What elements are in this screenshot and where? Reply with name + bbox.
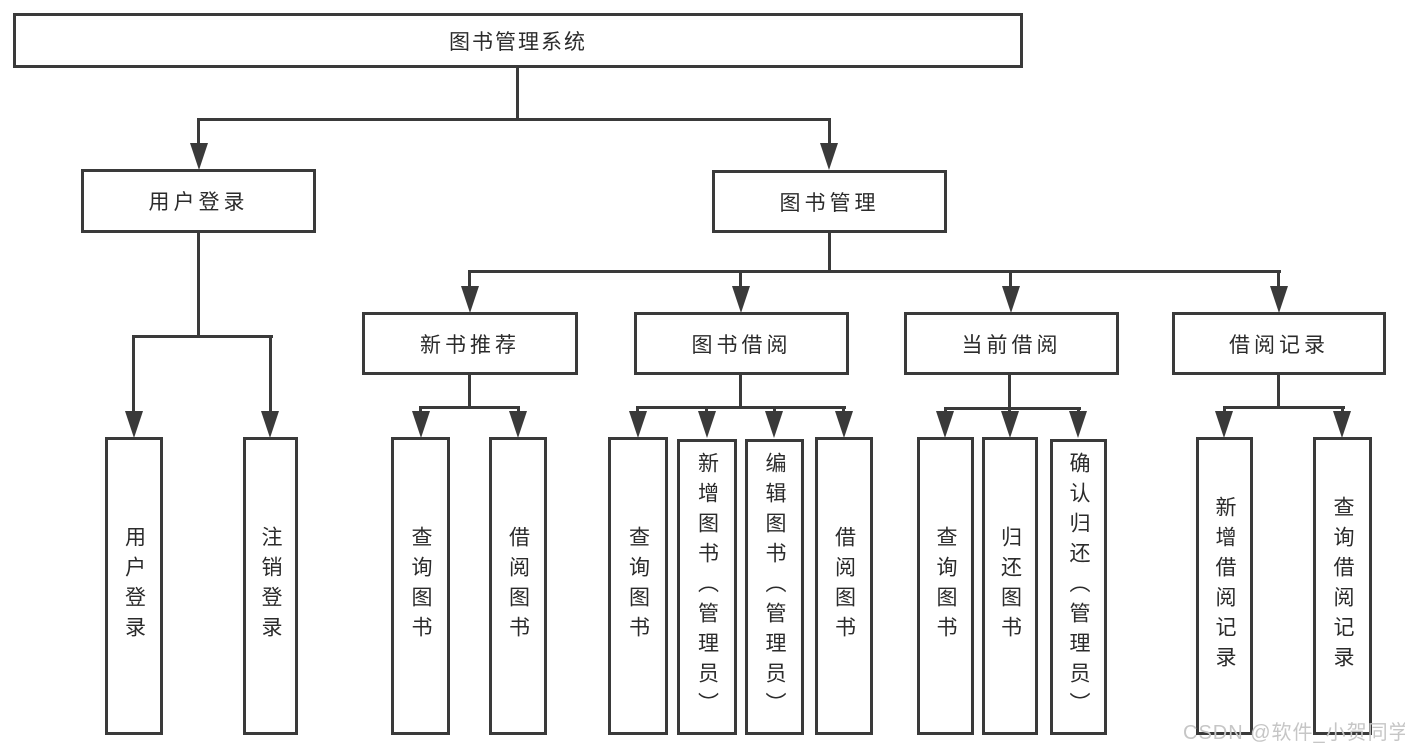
connector-root-stub (516, 68, 519, 121)
leaf-br-add-record: 新增借阅记录 (1196, 437, 1253, 735)
connector-leaf-drop (132, 335, 135, 413)
node-current-borrow-label: 当前借阅 (961, 333, 1062, 357)
leaf-br-add-record-label: 新增借阅记录 (1213, 496, 1236, 676)
connector-nb-group-hline (419, 406, 520, 409)
connector-borrow-records-drop (1277, 270, 1280, 288)
arrow-down-icon (190, 143, 208, 170)
node-borrow-records-label: 借阅记录 (1229, 333, 1329, 357)
node-book-management: 图书管理 (712, 170, 947, 233)
arrow-down-icon (1333, 411, 1351, 438)
leaf-logout: 注销登录 (243, 437, 298, 735)
connector-leaf-drop (1223, 406, 1226, 413)
connector-level2-hline (197, 118, 831, 121)
leaf-bb-add-book-admin: 新增图书（管理员） (677, 439, 737, 735)
arrow-down-icon (936, 411, 954, 438)
leaf-cb-return-book: 归还图书 (982, 437, 1038, 735)
leaf-bb-borrow-books: 借阅图书 (815, 437, 873, 735)
leaf-br-query-record: 查询借阅记录 (1313, 437, 1372, 735)
node-user-login: 用户登录 (81, 169, 316, 233)
connector-bb-group-hline (636, 406, 846, 409)
arrow-down-icon (629, 411, 647, 438)
arrow-down-icon (765, 411, 783, 438)
connector-leaf-drop (944, 407, 947, 413)
leaf-cb-query-books: 查询图书 (917, 437, 974, 735)
csdn-watermark: CSDN @软件_小贺同学 (1183, 722, 1405, 744)
connector-leaf-drop (636, 406, 639, 413)
leaf-nb-query-books: 查询图书 (391, 437, 450, 735)
arrow-down-icon (125, 411, 143, 438)
leaf-br-query-record-label: 查询借阅记录 (1331, 496, 1354, 676)
leaf-user-login-label: 用户登录 (122, 526, 146, 646)
connector-leaf-drop (517, 406, 520, 413)
leaf-cb-confirm-return-admin-label: 确认归还（管理员） (1067, 452, 1090, 722)
connector-new-book-drop (468, 270, 471, 288)
connector-leaf-drop (1077, 407, 1080, 413)
connector-leaf-drop (773, 406, 776, 413)
node-book-management-label: 图书管理 (779, 191, 880, 215)
node-book-borrow: 图书借阅 (634, 312, 849, 375)
leaf-logout-label: 注销登录 (259, 526, 282, 646)
leaf-cb-query-books-label: 查询图书 (934, 526, 957, 646)
leaf-bb-query-books: 查询图书 (608, 437, 668, 735)
node-current-borrow: 当前借阅 (904, 312, 1119, 375)
leaf-bb-borrow-books-label: 借阅图书 (832, 526, 856, 646)
arrow-down-icon (412, 411, 430, 438)
node-root: 图书管理系统 (13, 13, 1023, 68)
connector-nb-group-stub (468, 375, 471, 408)
arrow-down-icon (1069, 411, 1087, 438)
connector-leaf-drop (842, 406, 845, 413)
leaf-bb-edit-book-admin: 编辑图书（管理员） (745, 439, 804, 735)
arrow-down-icon (820, 143, 838, 170)
arrow-down-icon (732, 286, 750, 313)
leaf-nb-borrow-books-label: 借阅图书 (506, 526, 530, 646)
arrow-down-icon (261, 411, 279, 438)
arrow-down-icon (698, 411, 716, 438)
leaf-cb-return-book-label: 归还图书 (998, 526, 1022, 646)
connector-leaf-drop (705, 406, 708, 413)
leaf-bb-edit-book-admin-label: 编辑图书（管理员） (763, 452, 786, 722)
node-borrow-records: 借阅记录 (1172, 312, 1386, 375)
node-root-label: 图书管理系统 (449, 30, 587, 54)
connector-leaf-drop (269, 335, 272, 413)
connector-user-login-group-stub (197, 233, 200, 338)
leaf-nb-borrow-books: 借阅图书 (489, 437, 547, 735)
connector-cb-group-hline (944, 407, 1081, 410)
arrow-down-icon (509, 411, 527, 438)
connector-user-login-drop (197, 118, 200, 146)
arrow-down-icon (1001, 411, 1019, 438)
node-user-login-label: 用户登录 (148, 191, 249, 214)
leaf-bb-query-books-label: 查询图书 (626, 526, 650, 646)
connector-level3-hline (468, 270, 1281, 273)
node-new-book-recommend: 新书推荐 (362, 312, 578, 375)
connector-br-group-stub (1277, 375, 1280, 408)
node-book-borrow-label: 图书借阅 (691, 333, 792, 357)
connector-book-mgmt-stub (828, 233, 831, 273)
leaf-bb-add-book-admin-label: 新增图书（管理员） (695, 452, 719, 722)
connector-leaf-drop (1341, 406, 1344, 413)
node-new-book-recommend-label: 新书推荐 (420, 333, 520, 357)
arrow-down-icon (835, 411, 853, 438)
leaf-user-login: 用户登录 (105, 437, 163, 735)
connector-leaf-drop (419, 406, 422, 413)
connector-cb-group-stub (1008, 375, 1011, 410)
arrow-down-icon (1270, 286, 1288, 313)
leaf-cb-confirm-return-admin: 确认归还（管理员） (1050, 439, 1107, 735)
arrow-down-icon (1002, 286, 1020, 313)
connector-user-login-group-hline (132, 335, 273, 338)
arrow-down-icon (1215, 411, 1233, 438)
connector-bb-group-stub (739, 375, 742, 408)
arrow-down-icon (461, 286, 479, 313)
leaf-nb-query-books-label: 查询图书 (409, 526, 432, 646)
connector-book-mgmt-drop (828, 118, 831, 146)
connector-book-borrow-drop (739, 270, 742, 288)
connector-current-borrow-drop (1009, 270, 1012, 288)
connector-br-group-hline (1223, 406, 1345, 409)
connector-leaf-drop (1008, 407, 1011, 413)
